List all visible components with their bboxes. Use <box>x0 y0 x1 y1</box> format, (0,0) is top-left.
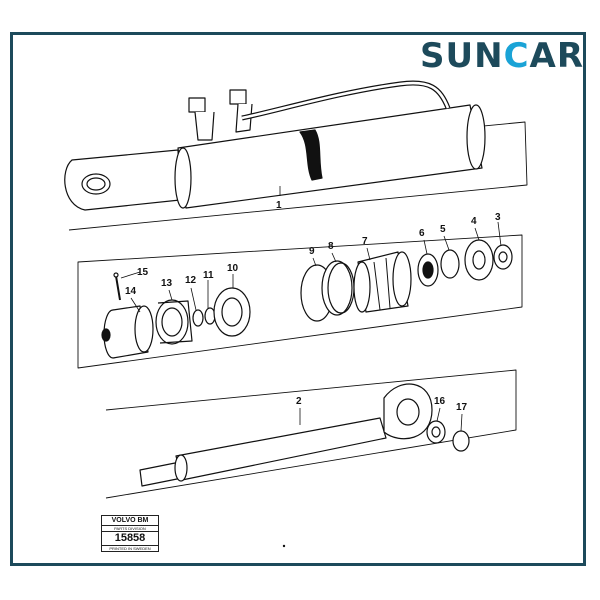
callout-labels: 1 2 3 4 5 6 7 8 9 10 11 12 13 14 15 16 1… <box>125 200 501 413</box>
stamp-number: 15858 <box>114 532 146 544</box>
callout-2: 2 <box>296 396 302 407</box>
callout-10: 10 <box>227 263 239 274</box>
callout-13: 13 <box>161 278 173 289</box>
piston-rod-part-2 <box>139 383 433 487</box>
ring-part-12 <box>192 309 204 327</box>
callout-15: 15 <box>137 267 149 278</box>
stamp-origin: PRINTED IN SWEDEN <box>102 545 158 551</box>
logo-text-c: C <box>503 36 530 76</box>
brand-logo: SUNCAR <box>420 34 584 78</box>
wiper-part-10 <box>213 287 251 337</box>
callout-4: 4 <box>471 216 477 227</box>
callout-7: 7 <box>362 236 368 247</box>
washer-part-3 <box>493 244 513 270</box>
callout-14: 14 <box>125 286 137 297</box>
stamp-brand: VOLVO BM <box>102 516 158 526</box>
parts-catalog-stamp: VOLVO BM PARTS DIVISION 15858 PRINTED IN… <box>101 515 159 552</box>
callout-1: 1 <box>276 200 282 211</box>
ring-part-5 <box>440 249 460 279</box>
bearing-part-16 <box>426 420 446 444</box>
callout-5: 5 <box>440 224 446 235</box>
stamp-division: PARTS DIVISION <box>102 526 158 532</box>
cylinder-tube-part <box>64 80 486 211</box>
callout-8: 8 <box>328 241 334 252</box>
seal-part-13 <box>155 299 193 345</box>
diagram-frame <box>10 32 586 566</box>
callout-6: 6 <box>419 228 425 239</box>
logo-text-ar: AR <box>529 36 585 76</box>
callout-12: 12 <box>185 275 197 286</box>
nut-part-4 <box>464 239 494 281</box>
pin-part-15 <box>113 272 121 301</box>
bushing-part-6 <box>417 253 439 287</box>
backup-ring-part-8 <box>321 260 355 316</box>
gland-part-14 <box>101 305 154 359</box>
panel-seals-and-piston <box>77 234 523 369</box>
callout-11: 11 <box>203 270 214 281</box>
callout-9: 9 <box>309 246 315 257</box>
registration-mark <box>282 544 286 548</box>
snap-ring-part-17 <box>452 430 470 452</box>
piston-part-7 <box>353 251 412 313</box>
logo-text-sun: SUN <box>420 36 504 76</box>
panel-piston-rod <box>105 369 517 499</box>
callout-16: 16 <box>434 396 446 407</box>
callout-17: 17 <box>456 402 468 413</box>
leader-lines <box>120 186 502 432</box>
callout-3: 3 <box>495 212 501 223</box>
